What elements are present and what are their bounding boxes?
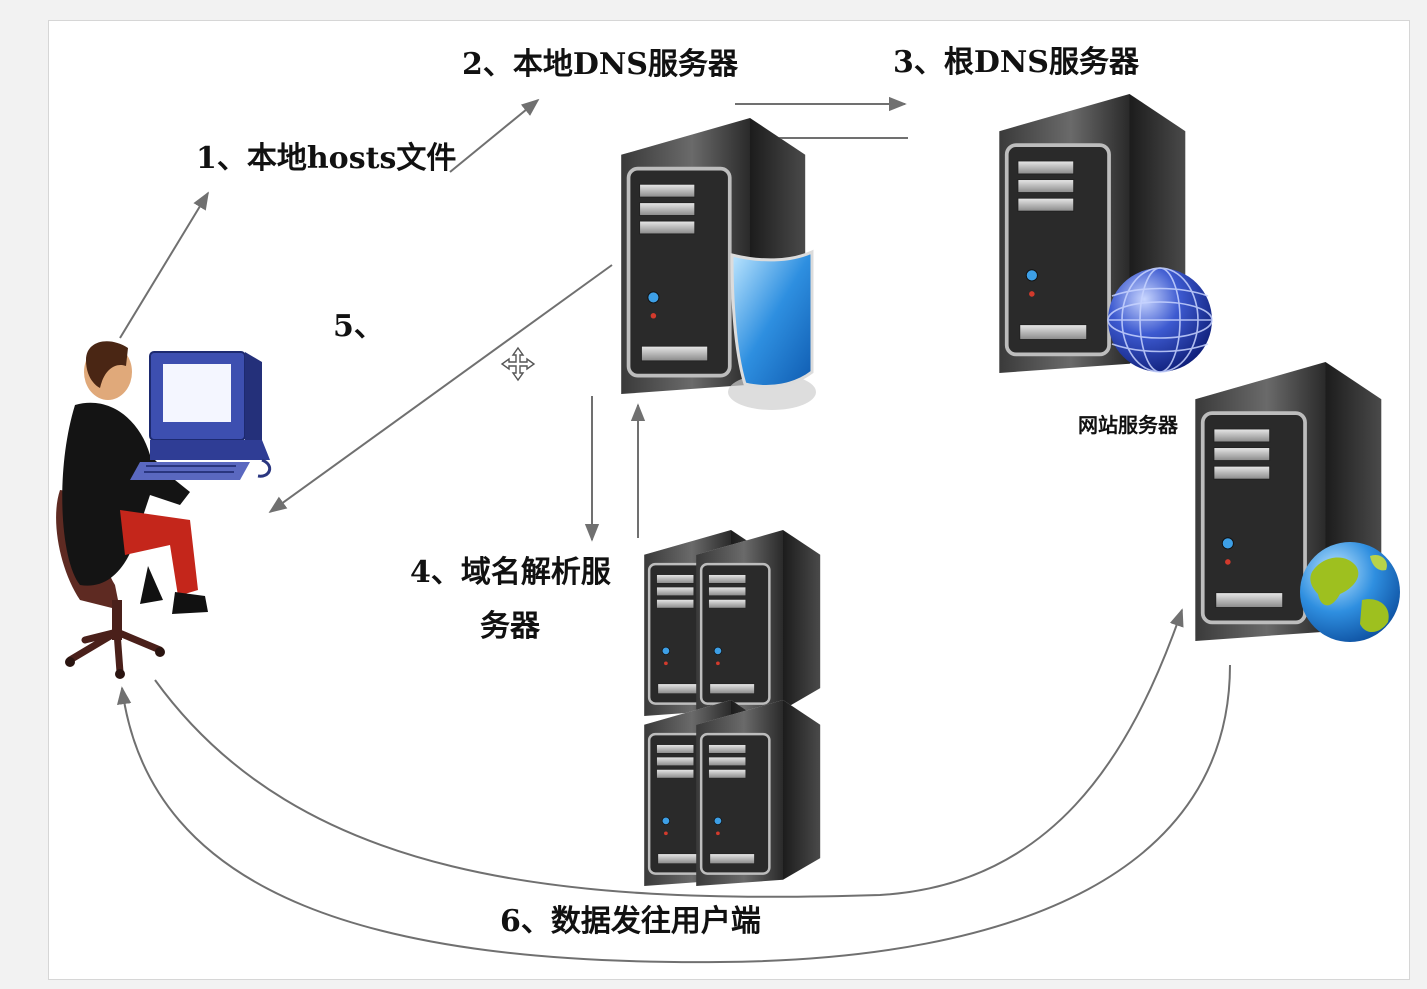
user-at-computer-icon <box>56 341 272 679</box>
label-step3-root-dns: 3、根DNS服务器 <box>893 45 1139 80</box>
label-step4-line2: 务器 <box>480 609 540 644</box>
arrows <box>117 96 1231 964</box>
arrow-user-to-hosts <box>119 191 209 339</box>
arrow-hosts-to-local-dns <box>449 98 540 173</box>
label-step6-data-to-client: 6、数据发往用户端 <box>500 904 761 939</box>
arrow-web-server-to-user <box>117 664 1231 964</box>
label-step1-local-hosts: 1、本地hosts文件 <box>196 141 457 176</box>
root-dns-server-icon <box>997 92 1213 375</box>
local-dns-server-icon <box>619 116 816 410</box>
label-web-server: 网站服务器 <box>1078 413 1178 437</box>
web-server-icon <box>1193 360 1400 643</box>
server-cluster-icon <box>642 528 822 888</box>
label-step5: 5、 <box>333 309 384 344</box>
label-step2-local-dns: 2、本地DNS服务器 <box>462 47 738 82</box>
arrow-local-dns-to-user <box>268 264 613 514</box>
move-cursor-icon[interactable] <box>500 346 536 382</box>
arrow-user-to-web-server <box>154 608 1184 898</box>
label-step4-line1: 4、域名解析服 <box>410 555 611 590</box>
